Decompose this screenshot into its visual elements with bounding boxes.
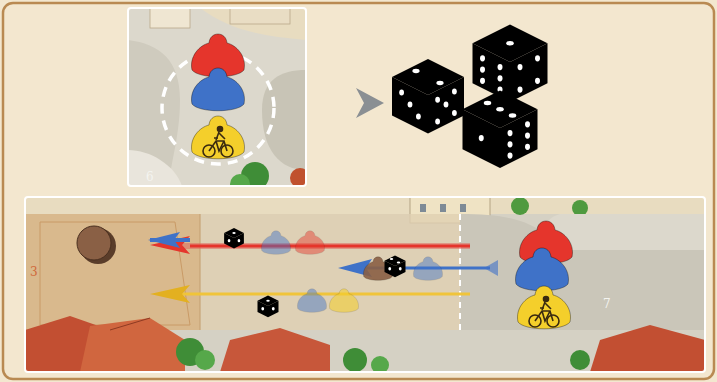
red-die <box>473 25 548 103</box>
blue-die <box>392 59 464 133</box>
chevron <box>356 88 384 118</box>
space-number: 7 <box>603 297 611 311</box>
space-number: 3 <box>30 265 38 279</box>
frame <box>3 3 714 379</box>
top-panel <box>128 8 306 186</box>
yellow-die <box>463 91 538 169</box>
bottom-panel <box>25 197 705 372</box>
space-number: 6 <box>146 170 154 184</box>
